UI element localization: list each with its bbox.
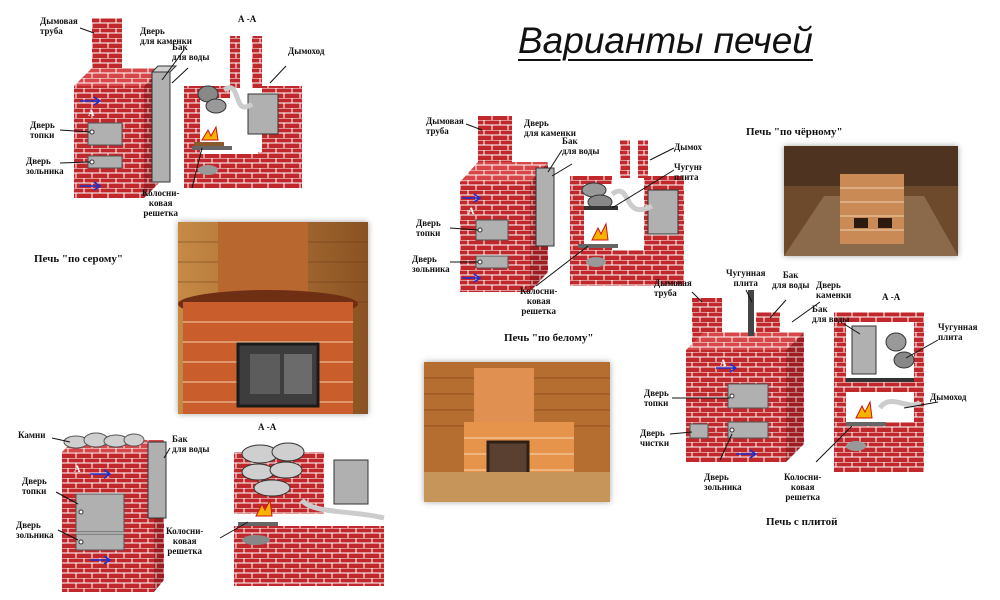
plate-stove-diagram — [669, 289, 939, 472]
label-plate-chimney-pipe: Дымовая труба — [654, 278, 692, 298]
label-plate-firebox-door: Дверь топки — [644, 388, 669, 408]
plate-section-marker: А — [720, 358, 727, 368]
label-white-ash-door: Дверь зольника — [412, 254, 450, 274]
section-marker: А — [88, 108, 95, 118]
caption-white-stove: Печь "по белому" — [504, 332, 594, 344]
label-stone-door: Дверь для каменки — [140, 26, 192, 46]
white-section-tank — [647, 189, 679, 235]
white-section-plate — [584, 206, 618, 210]
white-stove-diagram — [449, 116, 684, 292]
label-flue: Дымоход — [288, 46, 325, 56]
section-flue-pipe — [230, 36, 240, 88]
label-ash-door: Дверь зольника — [26, 156, 64, 176]
label-plate-cast-iron-plate: Чугунная плита — [726, 268, 766, 288]
stove-top — [74, 68, 162, 86]
label-stones-grate: Колосни- ковая решетка — [166, 526, 204, 556]
stones-pile — [63, 432, 145, 449]
label-grate: Колосни- ковая решетка — [142, 188, 180, 218]
label-white-firebox-door: Дверь топки — [416, 218, 441, 238]
white-chimney-pipe — [478, 116, 512, 164]
label-white-cast-iron-plate: Чугунная плита — [674, 162, 702, 182]
label-plate-grate: Колосни- ковая решетка — [784, 472, 822, 502]
water-tank — [151, 71, 171, 183]
label-white-stone-door: Дверь для каменки — [524, 118, 576, 138]
label-plate-water-tank: Бак для воды — [772, 270, 810, 290]
label-white-chimney-pipe: Дымовая труба — [426, 116, 464, 136]
photo-black-stove — [784, 146, 958, 256]
plate-section-tank — [851, 325, 877, 375]
plate-firebox-door — [727, 383, 769, 409]
stones-stove-panel: Камни Бак для воды А -А Дверь топки Двер… — [12, 418, 392, 598]
label-chimney-pipe: Дымовая труба — [40, 16, 78, 36]
gray-stove-panel: Дымовая труба Дверь для каменки Бак для … — [12, 8, 357, 358]
stones-section-tank — [333, 459, 369, 505]
plate-cleaning-door — [689, 423, 709, 439]
label-firebox-door: Дверь топки — [30, 120, 55, 140]
white-stove-photo — [424, 362, 610, 502]
gray-stove-photo — [178, 222, 368, 414]
stones-stove-diagram — [51, 432, 385, 592]
label-plate-flue: Дымоход — [930, 392, 967, 402]
plate-cast-iron — [748, 290, 754, 336]
label-stones: Камни — [18, 430, 46, 440]
section-water-tank — [247, 93, 279, 135]
chimney-pipe — [92, 18, 122, 68]
white-section-grate — [578, 244, 618, 248]
photo-sauna-stove — [178, 222, 368, 414]
label-white-flue: Дымоход — [674, 142, 702, 152]
label-plate-cleaning-door: Дверь чистки — [640, 428, 670, 448]
label-stones-ash-door: Дверь зольника — [16, 520, 54, 540]
black-stove-photo — [784, 146, 958, 256]
label-plate-stone-door: Дверь каменки — [816, 280, 852, 300]
section-grate — [192, 146, 232, 150]
stones-section-label: А -А — [258, 422, 277, 432]
plate-stove-panel: Дымовая труба Чугунная плита Бак для вод… — [620, 262, 995, 532]
gray-stove-diagram — [59, 18, 302, 198]
label-white-water-tank: Бак для воды — [562, 136, 600, 156]
plate-section-grate — [846, 422, 886, 426]
plate-ash-door — [727, 421, 769, 439]
label-stones-water-tank: Бак для воды — [172, 434, 210, 454]
caption-black-stove: Печь "по чёрному" — [746, 126, 843, 138]
stones-ash-door — [75, 533, 125, 551]
stones-section-stones — [241, 442, 305, 497]
firebox-door — [87, 122, 123, 146]
caption-plate-stove: Печь с плитой — [766, 516, 838, 528]
label-white-grate: Колосни- ковая решетка — [520, 286, 558, 316]
stones-firebox-door — [75, 493, 125, 533]
label-plate-cast-iron-plate-section: Чугунная плита — [938, 322, 978, 342]
white-water-tank — [535, 167, 555, 247]
stones-water-tank — [147, 441, 167, 519]
photo-white-stove — [424, 362, 610, 502]
plate-section-label: А -А — [882, 292, 901, 302]
page-title: Варианты печей — [518, 20, 813, 61]
label-water-tank: Бак для воды — [172, 42, 210, 62]
white-section-marker: А — [468, 206, 475, 216]
label-stones-firebox-door: Дверь топки — [22, 476, 47, 496]
section-label: А -А — [238, 14, 257, 24]
stones-section-marker: А — [74, 464, 81, 474]
label-plate-ash-door: Дверь зольника — [704, 472, 742, 492]
stones-section-grate — [238, 522, 278, 526]
white-stove-panel: Дымовая труба Дверь для каменки Бак для … — [412, 110, 702, 350]
stones-section-lower — [234, 526, 384, 586]
caption-gray-stove: Печь "по серому" — [34, 253, 124, 265]
white-section-flue — [620, 140, 630, 178]
label-plate-water-tank-section: Бак для воды — [812, 304, 850, 324]
